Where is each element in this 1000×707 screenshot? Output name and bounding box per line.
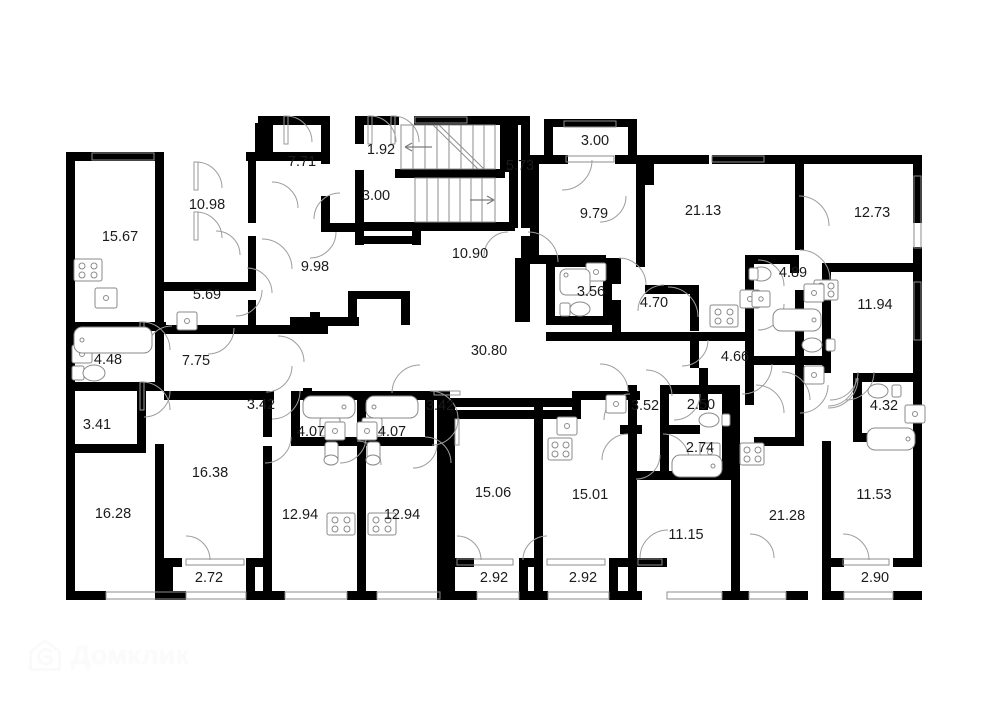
area-label: 11.94: [857, 297, 892, 313]
area-label: 21.28: [769, 508, 805, 524]
area-label: 30.80: [471, 343, 507, 359]
door-leaves: [139, 115, 461, 446]
stove-icon: [367, 512, 397, 536]
sink-icon: [556, 416, 578, 436]
toilet-icon: [801, 337, 836, 353]
area-label: 9.79: [580, 206, 608, 222]
area-label: 4.07: [378, 424, 406, 440]
sink-icon: [324, 421, 346, 441]
door-swings: [141, 115, 875, 561]
toilet-icon: [748, 266, 772, 282]
stair-up-arrow: [470, 195, 495, 205]
area-label: 9.98: [301, 259, 329, 275]
area-label: 21.13: [685, 203, 721, 219]
area-label: 15.67: [102, 229, 138, 245]
area-label: 3.00: [362, 188, 390, 204]
sink-icon: [605, 394, 627, 414]
area-label: 5.69: [193, 287, 221, 303]
sink-icon: [751, 290, 771, 308]
area-label: 16.38: [192, 465, 228, 481]
staircase-group: [400, 124, 496, 223]
area-label: 2.92: [569, 570, 597, 586]
stove-icon: [73, 258, 103, 282]
sink-icon: [904, 404, 926, 424]
area-label: 12.73: [854, 205, 890, 221]
area-label: 4.07: [297, 424, 325, 440]
sink-icon: [356, 421, 378, 441]
area-label: 2.90: [861, 570, 889, 586]
sink-icon: [94, 287, 118, 309]
bathtub-icon: [671, 454, 723, 478]
toilet-icon: [867, 383, 902, 399]
bathtub-icon: [866, 427, 916, 451]
area-label: 4.48: [94, 352, 122, 368]
area-label: 7.71: [288, 154, 316, 170]
area-labels: 15.67 10.98 5.69 7.71 9.98 1.92 3.00 10.…: [83, 133, 898, 586]
stove-icon: [709, 304, 739, 328]
toilet-icon: [71, 364, 106, 382]
area-label: 3.42: [426, 398, 454, 414]
area-label: 10.98: [189, 197, 225, 213]
fixtures-group: [71, 258, 926, 536]
area-label: 10.90: [452, 246, 488, 262]
area-label: 15.06: [475, 485, 511, 501]
area-label: 11.53: [856, 487, 891, 503]
sink-icon: [176, 311, 198, 331]
area-label: 3.41: [83, 417, 111, 433]
area-label: 2.72: [195, 570, 223, 586]
bathtub-icon: [365, 395, 419, 419]
area-label: 4.89: [779, 265, 807, 281]
sink-icon: [803, 283, 825, 303]
area-label: 12.94: [282, 507, 318, 523]
area-label: 4.32: [870, 398, 898, 414]
area-label: 12.94: [384, 507, 420, 523]
area-label: 3.52: [631, 398, 659, 414]
sink-icon: [803, 365, 825, 385]
toilet-icon: [365, 441, 381, 466]
area-label: 15.01: [572, 487, 608, 503]
toilet-icon: [323, 441, 339, 466]
stove-icon: [326, 512, 356, 536]
area-label: 3.00: [581, 133, 609, 149]
thin-detail-lines: [91, 116, 922, 600]
area-label: 5.73: [506, 158, 534, 174]
stove-icon: [739, 442, 765, 466]
stair-down-arrow: [404, 142, 432, 152]
bathtub-icon: [302, 395, 356, 419]
stove-icon: [547, 437, 573, 461]
area-label: 7.75: [182, 353, 210, 369]
area-label: 4.70: [640, 295, 668, 311]
area-label: 11.15: [668, 527, 703, 543]
bathtub-icon: [559, 268, 591, 296]
bathtub-icon: [772, 308, 822, 332]
area-label: 16.28: [95, 506, 131, 522]
area-label: 2.50: [687, 397, 715, 413]
area-label: 1.92: [367, 142, 395, 158]
toilet-icon: [559, 301, 591, 317]
area-label: 2.92: [480, 570, 508, 586]
area-label: 3.42: [247, 397, 275, 413]
area-label: 4.66: [721, 349, 749, 365]
area-label: 2.74: [686, 440, 714, 456]
bathtub-icon: [73, 326, 153, 354]
toilet-icon: [698, 412, 731, 428]
area-label: 3.56: [577, 284, 605, 300]
